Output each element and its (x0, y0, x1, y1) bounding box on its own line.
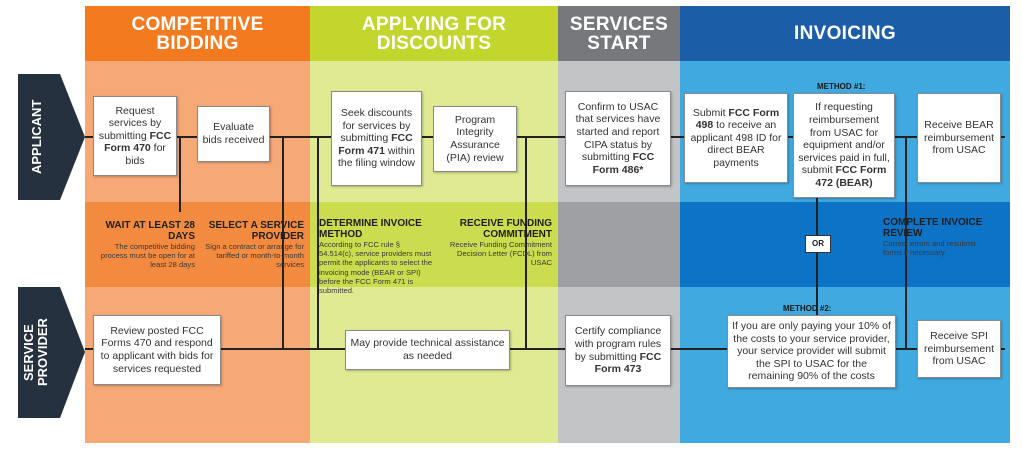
or-badge: OR (805, 235, 831, 253)
certify-form-473-box: Certify compliance with program rules by… (565, 315, 671, 386)
receive-funding-commitment-note: RECEIVE FUNDING COMMITMENT Receive Fundi… (449, 218, 552, 268)
review-forms-470-box: Review posted FCC Forms 470 and respond … (93, 315, 221, 385)
method-1-label: METHOD #1: (817, 82, 866, 91)
competitive-bidding-header-bg (85, 6, 310, 61)
confirm-usac-box: Confirm to USAC that services have start… (565, 91, 671, 186)
receive-bear-box: Receive BEAR reimbursement from USAC (917, 93, 1001, 183)
pia-review-box: Program Integrity Assurance (PIA) review (433, 106, 517, 172)
select-service-provider-note: SELECT A SERVICE PROVIDER Sign a contrac… (205, 220, 304, 270)
evaluate-bids-box: Evaluate bids received (197, 106, 270, 162)
determine-invoice-method-note: DETERMINE INVOICE METHOD According to FC… (319, 218, 433, 296)
bear-reimbursement-request-box: If requesting reimbursement from USAC fo… (793, 93, 895, 198)
wait-28-days-note: WAIT AT LEAST 28 DAYS The competitive bi… (100, 220, 195, 270)
discounts-middle-band (310, 202, 558, 287)
technical-assistance-box: May provide technical assistance as need… (345, 330, 510, 370)
discounts-header-bg (310, 6, 558, 61)
method-2-label: METHOD #2: (783, 304, 832, 313)
submit-form-498-box: Submit FCC Form 498 to receive an applic… (684, 93, 788, 183)
competitive-bidding-middle-band (85, 202, 310, 287)
service-provider-lane-arrow (18, 287, 85, 418)
phase-title-invoicing: INVOICING (794, 23, 896, 44)
applicant-lane-arrow (18, 74, 85, 200)
seek-discounts-box: Seek discounts for services by submittin… (331, 91, 422, 186)
services-start-header-bg (558, 6, 680, 61)
spi-submission-box: If you are only paying your 10% of the c… (727, 315, 896, 388)
complete-invoice-review-note: COMPLETE INVOICE REVIEW Correct errors a… (883, 217, 983, 258)
receive-spi-box: Receive SPI reimbursement from USAC (917, 320, 1001, 378)
invoicing-header-bg (680, 6, 1010, 61)
invoicing-middle-band (680, 202, 1010, 287)
services-start-middle-band (558, 202, 680, 287)
request-bids-box: Request services by submitting FCC Form … (93, 96, 177, 176)
